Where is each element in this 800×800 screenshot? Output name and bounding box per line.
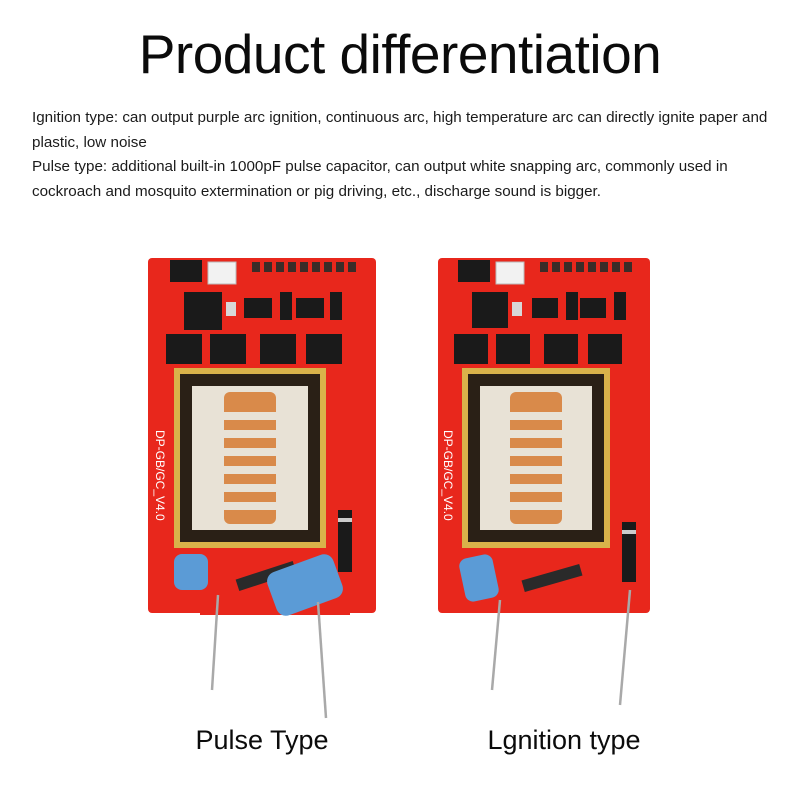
- mosfet: [244, 298, 272, 318]
- product-description: Ignition type: can output purple arc ign…: [32, 106, 777, 204]
- resistor-array: [540, 262, 632, 272]
- board-label: DP-GB/GC_V4.0: [441, 430, 455, 521]
- pcb-bottom-tab: [490, 550, 640, 612]
- output-lead: [490, 599, 502, 691]
- diode: [622, 522, 636, 582]
- ic-chip: [458, 260, 490, 282]
- mosfet: [580, 298, 606, 318]
- resistor-array: [252, 262, 356, 272]
- power-transistor: [166, 334, 202, 364]
- pulse-board-image: DP-GB/GC_V4.0: [140, 250, 400, 720]
- pulse-capacitor: [267, 554, 343, 616]
- diode: [338, 510, 352, 572]
- power-transistor: [496, 334, 530, 364]
- power-transistor: [210, 334, 246, 364]
- regulator-chip: [472, 292, 508, 328]
- ignition-type-caption: Lgnition type: [487, 725, 641, 755]
- resistor: [235, 561, 297, 591]
- power-transistor: [260, 334, 296, 364]
- power-transistor: [544, 334, 578, 364]
- pulse-type-description: Pulse type: additional built-in 1000pF p…: [32, 158, 728, 200]
- ignition-type-description: Ignition type: can output purple arc ign…: [32, 109, 768, 151]
- resistor: [521, 563, 583, 593]
- output-lead: [618, 589, 632, 706]
- ic-chip: [170, 260, 202, 282]
- regulator-chip: [184, 292, 222, 330]
- board-label: DP-GB/GC_V4.0: [153, 430, 167, 521]
- ignition-board-image: DP-GB/GC_V4.0: [430, 250, 690, 720]
- power-transistor: [588, 334, 622, 364]
- output-lead: [210, 594, 220, 691]
- mosfet: [296, 298, 324, 318]
- small-capacitor: [174, 554, 208, 590]
- power-transistor: [454, 334, 488, 364]
- power-transistor: [306, 334, 342, 364]
- page-title: Product differentiation: [138, 23, 662, 85]
- connector-white: [207, 261, 237, 285]
- output-lead: [316, 601, 328, 719]
- pulse-type-caption: Pulse Type: [195, 725, 329, 755]
- mosfet: [532, 298, 558, 318]
- small-capacitor: [459, 554, 499, 602]
- connector-white: [495, 261, 525, 285]
